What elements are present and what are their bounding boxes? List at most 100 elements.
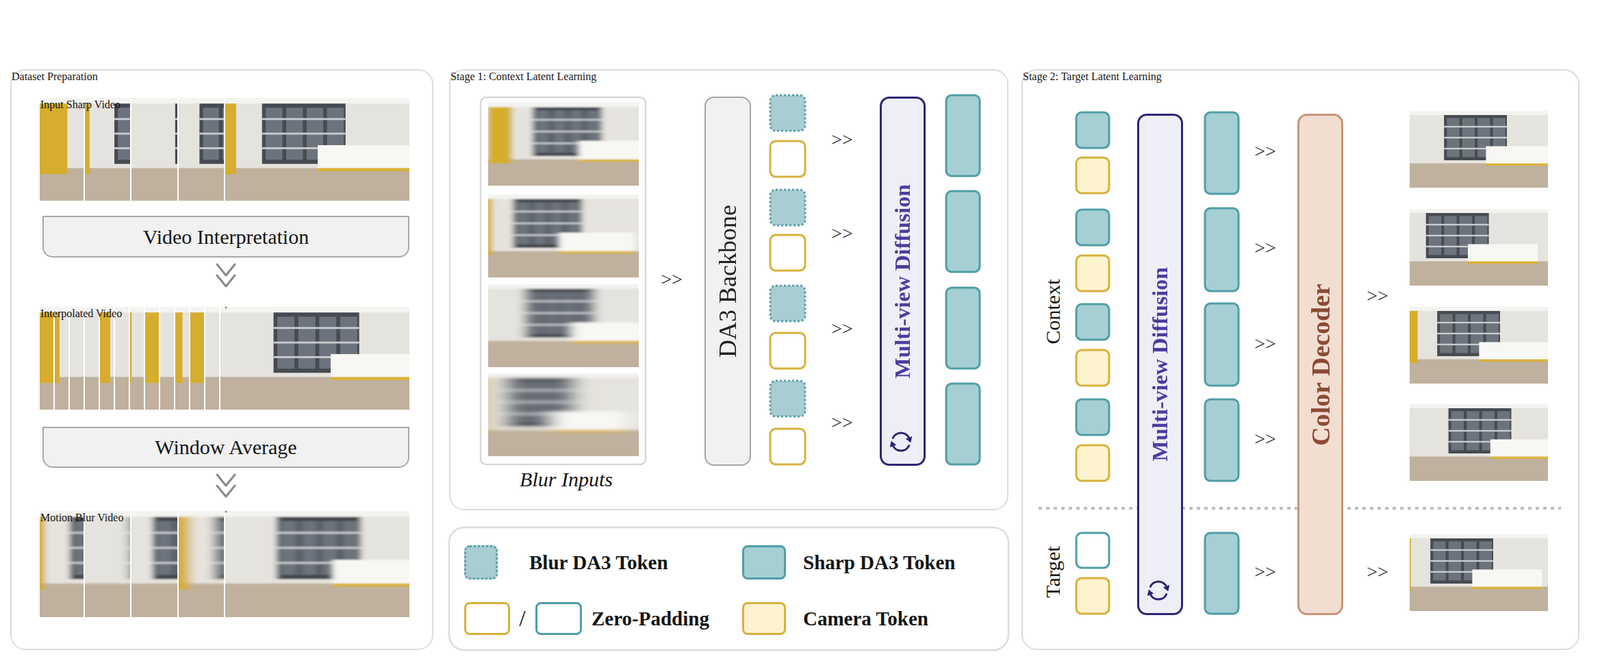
scene-shape bbox=[1408, 586, 1549, 612]
camera-token bbox=[1076, 349, 1110, 386]
legend-text: Camera Token bbox=[803, 608, 929, 629]
blur-token bbox=[770, 95, 806, 131]
scene-shape bbox=[1408, 403, 1549, 409]
video-label: Input Sharp Video bbox=[40, 98, 435, 137]
scene-shape bbox=[114, 103, 131, 164]
scene-shape bbox=[189, 306, 205, 411]
sharp-token bbox=[1204, 112, 1239, 194]
scene-shape bbox=[1408, 533, 1549, 612]
scene-shape bbox=[199, 103, 225, 164]
image-border bbox=[178, 510, 225, 618]
legend-swatch bbox=[742, 544, 786, 580]
scene-image bbox=[99, 306, 115, 411]
scene-shape bbox=[1408, 306, 1418, 363]
scene-shape bbox=[277, 546, 361, 549]
zero-padding-token bbox=[770, 332, 806, 369]
scene-shape bbox=[525, 300, 595, 302]
diffusion-label: Multi-view Diffusion bbox=[1147, 267, 1173, 462]
zero-padding-token bbox=[770, 234, 806, 271]
scene-image bbox=[1408, 110, 1549, 189]
camera-token bbox=[1076, 255, 1110, 291]
scene-image bbox=[1408, 403, 1549, 482]
scene-shape bbox=[152, 561, 179, 564]
sharp-token bbox=[1204, 532, 1239, 614]
scene-shape bbox=[224, 583, 411, 618]
blur-token bbox=[770, 189, 806, 226]
scene-shape bbox=[1408, 208, 1549, 213]
scene-shape bbox=[1467, 261, 1538, 264]
scene-image bbox=[84, 306, 100, 411]
scene-shape bbox=[84, 306, 100, 411]
scene-image bbox=[129, 306, 145, 411]
scene-shape bbox=[330, 376, 411, 380]
scene-shape bbox=[273, 341, 360, 344]
sharp-token bbox=[946, 95, 980, 176]
panel-title: Stage 1: Context Latent Learning bbox=[450, 70, 1008, 83]
flow-connector bbox=[217, 474, 235, 512]
stage-panel: Dataset PreparationInput Sharp VideoVide… bbox=[10, 69, 434, 650]
scene-shape bbox=[262, 132, 346, 135]
image-border bbox=[69, 306, 85, 411]
scene-shape bbox=[144, 306, 160, 313]
backbone-box: DA3 Backbone bbox=[704, 96, 752, 466]
image-border bbox=[1408, 208, 1549, 287]
legend-text: Sharp DA3 Token bbox=[803, 552, 956, 573]
flow-symbol: >> bbox=[1254, 238, 1277, 258]
scene-shape bbox=[152, 516, 179, 579]
image-border bbox=[487, 283, 640, 368]
scene-shape bbox=[84, 376, 100, 411]
scene-shape bbox=[487, 283, 640, 289]
scene-shape bbox=[178, 510, 190, 590]
scene-shape bbox=[199, 117, 225, 120]
scene-shape bbox=[1426, 234, 1490, 237]
scene-shape bbox=[70, 561, 85, 564]
sharp-token bbox=[1076, 303, 1110, 340]
blur-group bbox=[178, 510, 225, 618]
scene-shape bbox=[1426, 223, 1490, 226]
flow-symbol: >> bbox=[660, 269, 683, 289]
blur-group bbox=[130, 510, 179, 618]
video-label: Interpolated Video bbox=[40, 307, 435, 344]
image-caption: Blur Inputs bbox=[519, 468, 613, 490]
scene-shape bbox=[84, 583, 131, 618]
scene-image bbox=[39, 306, 55, 411]
scene-shape bbox=[159, 376, 175, 411]
cycle-arc bbox=[892, 444, 910, 451]
blur-group bbox=[487, 372, 640, 457]
image-border bbox=[39, 510, 85, 618]
image-border bbox=[1408, 403, 1549, 482]
blur-token bbox=[770, 380, 806, 417]
blur-group bbox=[487, 102, 640, 187]
scene-image bbox=[224, 97, 411, 202]
scene-shape bbox=[533, 130, 602, 133]
scene-shape bbox=[332, 583, 411, 587]
scene-shape bbox=[130, 97, 179, 104]
scene-shape bbox=[99, 306, 115, 411]
scene-image bbox=[487, 283, 640, 368]
image-border bbox=[487, 102, 640, 187]
cycle-arrowhead bbox=[1147, 589, 1154, 596]
image-border bbox=[54, 306, 70, 411]
scene-shape bbox=[330, 353, 411, 379]
image-border bbox=[1408, 306, 1549, 385]
scene-shape bbox=[70, 531, 85, 534]
scene-shape bbox=[487, 429, 640, 457]
scene-image bbox=[39, 97, 85, 202]
flow-symbol: >> bbox=[831, 130, 854, 150]
panel-title: Dataset Preparation bbox=[11, 70, 433, 83]
flow-connector bbox=[217, 264, 235, 308]
blur-group bbox=[39, 510, 85, 618]
scene-shape bbox=[219, 306, 411, 313]
scene-shape bbox=[525, 312, 595, 314]
sharp-token bbox=[1204, 303, 1239, 386]
scene-shape bbox=[1408, 306, 1549, 311]
cycle-arc bbox=[1150, 592, 1167, 600]
scene-image bbox=[39, 510, 85, 618]
image-border bbox=[174, 306, 190, 411]
scene-shape bbox=[1467, 243, 1538, 263]
scene-shape bbox=[487, 102, 513, 164]
